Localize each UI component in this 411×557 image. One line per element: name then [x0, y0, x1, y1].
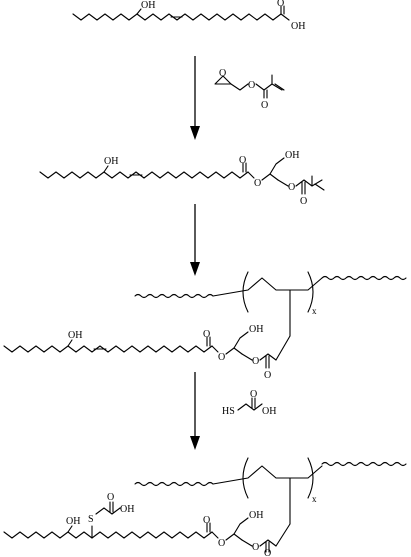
glycidyl-methacrylate-reagent: O O O — [214, 68, 285, 111]
reagent1-epoxide-o: O — [219, 68, 226, 79]
stage3-carbonyl-o: O — [203, 329, 210, 340]
stage4-ester-o-2: O — [252, 542, 259, 553]
stage4-ester-o: O — [218, 538, 225, 549]
stage3-carbonyl-o-2: O — [264, 370, 271, 381]
reagent1-carbonyl-o: O — [261, 100, 268, 111]
stage4-carbonyl-o-2: O — [264, 548, 271, 557]
stage1-acid-oh-label: OH — [291, 21, 305, 32]
stage4-carbonyl-o: O — [203, 515, 210, 526]
stage1-oh-label: OH — [141, 0, 155, 11]
thioglycolic-acid-reagent: HS O OH — [222, 389, 276, 417]
stage4-backbone — [212, 465, 323, 485]
stage4-acid-o: O — [107, 492, 114, 503]
stage3-bracket-right — [307, 271, 314, 313]
stage3-chain-bonds — [3, 345, 213, 353]
stage3-ester-o-2: O — [252, 356, 259, 367]
reagent2-oh: OH — [262, 406, 276, 417]
stage3-wavy-left — [134, 293, 214, 299]
reagent2-hs: HS — [222, 406, 235, 417]
stage3-glycerol-oh: OH — [249, 324, 263, 335]
reaction-arrow-2 — [190, 204, 200, 276]
stage1-oh-bond — [136, 8, 142, 15]
stage2-chain-bonds — [39, 171, 249, 179]
stage4-acid-oh: OH — [120, 504, 134, 515]
stage2-carbonyl-o: O — [239, 155, 246, 166]
stage4-bracket-right — [307, 457, 314, 499]
thiol-ene-product-structure: x OH S O OH O O OH O O — [3, 457, 407, 557]
stage4-oh-label: OH — [66, 516, 80, 527]
methacrylate-monomer-structure: OH O O OH O O — [39, 150, 325, 207]
stage2-ester-o-2: O — [288, 182, 295, 193]
stage4-glycerol-oh: OH — [249, 510, 263, 521]
reaction-arrow-1 — [190, 56, 200, 140]
polymer-structure: x OH O O OH O O — [3, 271, 407, 381]
stage3-oh-label: OH — [68, 330, 82, 341]
stage3-ester-o: O — [218, 352, 225, 363]
stage3-backbone — [212, 277, 323, 297]
stage2-oh-label: OH — [104, 156, 118, 167]
stage3-wavy-right — [321, 275, 407, 281]
stage4-chain-bonds — [3, 531, 213, 539]
stage2-ester-o: O — [254, 178, 261, 189]
stage4-s-label: S — [88, 514, 94, 525]
reagent1-ester-o: O — [248, 80, 255, 91]
stage2-glycerol-oh: OH — [285, 150, 299, 161]
stage3-subscript: x — [312, 306, 317, 316]
ricinoleic-acid-structure: OH O OH — [72, 0, 305, 32]
stage1-carbonyl-o-label: O — [277, 0, 284, 9]
stage4-subscript: x — [312, 494, 317, 504]
stage3-bracket-left — [242, 271, 249, 313]
reaction-arrow-3 — [190, 372, 200, 450]
stage4-wavy-right — [321, 461, 407, 467]
stage4-bracket-left — [242, 457, 249, 499]
stage2-carbonyl-o-2: O — [300, 196, 307, 207]
stage4-wavy-left — [134, 481, 214, 487]
reagent2-o: O — [250, 389, 257, 400]
